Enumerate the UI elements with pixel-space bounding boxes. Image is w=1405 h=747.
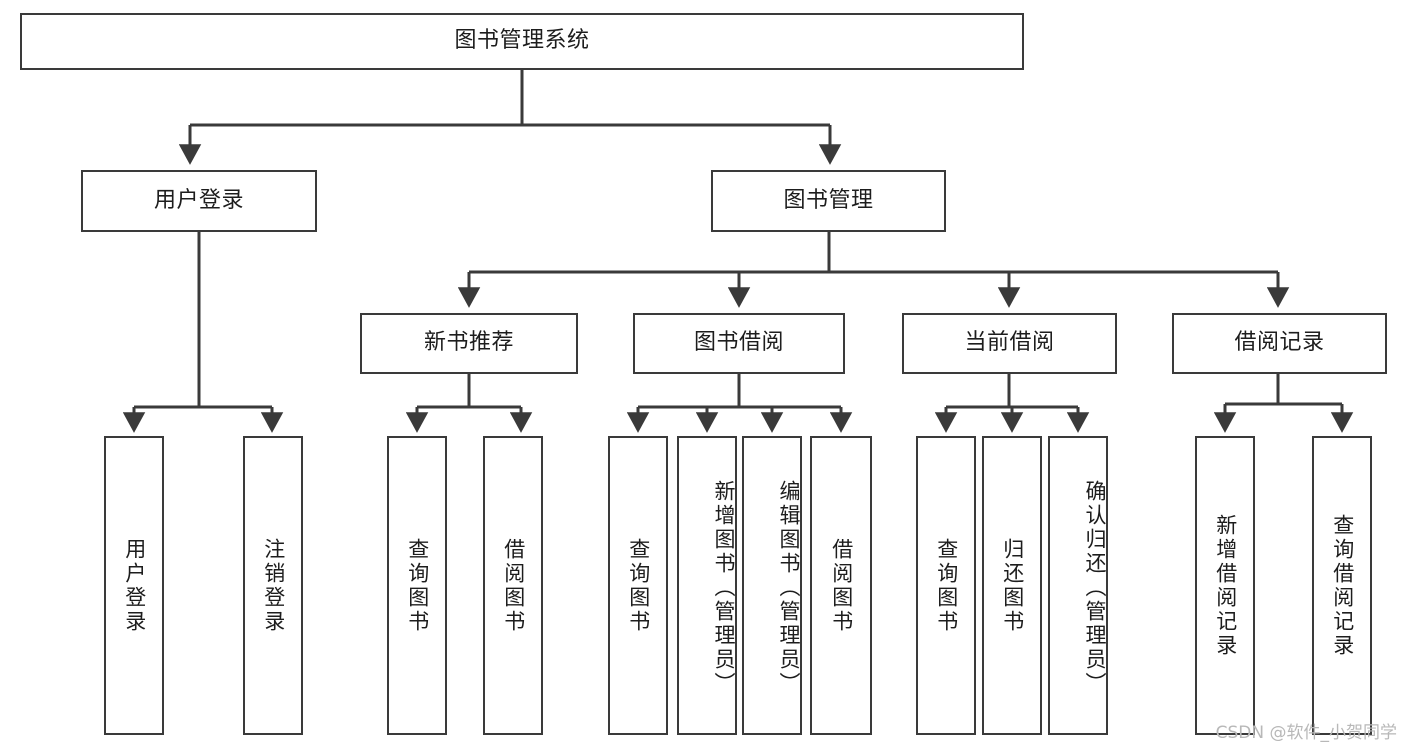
leaf-current-return-book[interactable]: 归还图书 bbox=[982, 436, 1042, 735]
node-book-borrow[interactable]: 图书借阅 bbox=[633, 313, 845, 374]
leaf-user-login-signin[interactable]: 用户登录 bbox=[104, 436, 164, 735]
node-borrow-record[interactable]: 借阅记录 bbox=[1172, 313, 1387, 374]
leaf-new-book-query[interactable]: 查询图书 bbox=[387, 436, 447, 735]
leaf-user-login-signout[interactable]: 注销登录 bbox=[243, 436, 303, 735]
node-book-management[interactable]: 图书管理 bbox=[711, 170, 946, 232]
node-user-login[interactable]: 用户登录 bbox=[81, 170, 317, 232]
node-new-book-recommend[interactable]: 新书推荐 bbox=[360, 313, 578, 374]
leaf-record-add[interactable]: 新增借阅记录 bbox=[1195, 436, 1255, 735]
watermark-text: CSDN @软件_小贺同学 bbox=[1215, 723, 1397, 743]
leaf-current-confirm-return-admin[interactable]: 确认归还（管理员） bbox=[1048, 436, 1108, 735]
node-root[interactable]: 图书管理系统 bbox=[20, 13, 1024, 70]
leaf-borrow-add-book-admin[interactable]: 新增图书（管理员） bbox=[677, 436, 737, 735]
leaf-borrow-edit-book-admin[interactable]: 编辑图书（管理员） bbox=[742, 436, 802, 735]
leaf-record-query[interactable]: 查询借阅记录 bbox=[1312, 436, 1372, 735]
leaf-borrow-query-book[interactable]: 查询图书 bbox=[608, 436, 668, 735]
leaf-current-query-book[interactable]: 查询图书 bbox=[916, 436, 976, 735]
leaf-new-book-borrow[interactable]: 借阅图书 bbox=[483, 436, 543, 735]
node-current-borrow[interactable]: 当前借阅 bbox=[902, 313, 1117, 374]
leaf-borrow-borrow-book[interactable]: 借阅图书 bbox=[810, 436, 872, 735]
